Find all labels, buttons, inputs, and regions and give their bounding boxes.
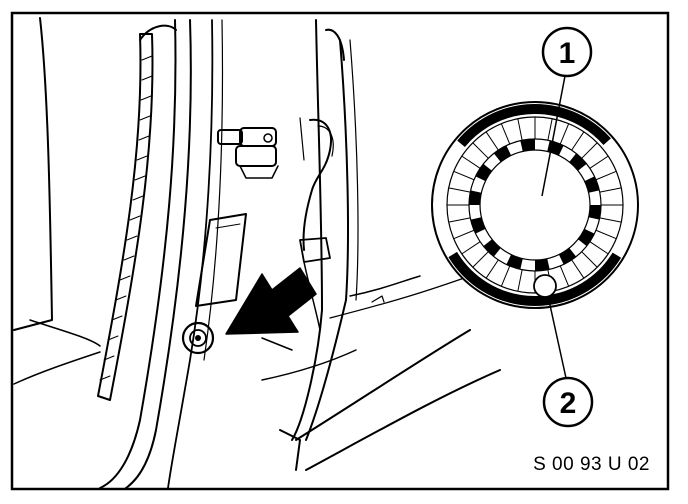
disc-spoke xyxy=(559,123,570,145)
disc-spoke xyxy=(500,265,511,287)
top-hook xyxy=(139,24,177,41)
pillar-edge-3 xyxy=(349,39,359,301)
bracket-line xyxy=(349,275,421,297)
disc-spoke xyxy=(500,123,511,145)
callout-2-badge xyxy=(542,376,594,428)
access-opening xyxy=(195,213,247,307)
disc-spoke xyxy=(448,217,471,223)
pointer-arrow xyxy=(225,267,317,335)
disc-band xyxy=(448,251,622,306)
disc-spoke xyxy=(517,118,523,141)
disc-code-mark xyxy=(588,205,601,220)
figure-code: S 00 93 U 02 xyxy=(533,454,650,475)
disc-spoke xyxy=(448,187,471,193)
disc-code-mark xyxy=(558,248,577,265)
pillar-top-curl xyxy=(325,28,345,61)
disc-spoke xyxy=(571,131,585,151)
seal-hatching xyxy=(99,55,153,381)
frame-curve-3 xyxy=(167,19,214,489)
disc-spoke xyxy=(581,142,598,159)
frame-curve-1 xyxy=(99,19,177,489)
disc-spoke xyxy=(453,229,475,240)
wiring-harness xyxy=(299,117,334,331)
disc-spoke xyxy=(461,155,481,169)
pillar-edge-2 xyxy=(305,39,349,441)
disc-spoke xyxy=(461,241,481,255)
disc-code-mark xyxy=(569,153,587,171)
disc-spoke xyxy=(599,187,622,193)
disc-spoke xyxy=(595,170,617,181)
disc-code-marks xyxy=(469,139,601,271)
disc-center xyxy=(479,149,591,261)
disc-spoke xyxy=(472,251,489,268)
seal-strip xyxy=(97,33,154,401)
disc-position-hole xyxy=(533,274,557,298)
callout-1-leader xyxy=(541,75,566,197)
disc-code-mark xyxy=(469,190,482,205)
disc-spoke xyxy=(485,131,499,151)
disc-code-mark xyxy=(584,176,600,193)
frame-curve-4 xyxy=(203,19,224,361)
disc-spoke xyxy=(589,241,609,255)
callout-2-leader xyxy=(547,295,567,379)
rocker-line-2 xyxy=(305,369,501,471)
callout-1-label: 1 xyxy=(559,37,576,70)
lower-trim xyxy=(261,349,357,381)
disc-ring-2 xyxy=(446,116,624,294)
disc-spoke xyxy=(547,118,553,141)
disc-spoke xyxy=(581,251,598,268)
rocker-line-1 xyxy=(295,329,471,441)
disc-spoke xyxy=(559,265,570,287)
sill-line xyxy=(13,351,101,385)
door-striker xyxy=(217,127,279,179)
disc-spoke xyxy=(589,155,609,169)
pillar-edge-1 xyxy=(291,19,323,441)
disc-code-mark xyxy=(483,239,501,257)
code-disc-detail xyxy=(431,101,639,309)
disc-spoke xyxy=(571,259,585,279)
door-pillar-drawing xyxy=(13,17,501,489)
body-contour-left xyxy=(13,17,53,331)
disc-spoke xyxy=(595,229,617,240)
disc-band xyxy=(457,104,611,147)
frame-curve-2 xyxy=(125,19,192,489)
grommet-plug xyxy=(181,321,215,355)
disc-code-mark xyxy=(475,163,492,182)
disc-spoke xyxy=(517,269,523,292)
disc-code-mark xyxy=(578,228,595,247)
disc-segments xyxy=(447,104,623,306)
callout-1-badge xyxy=(541,26,593,78)
disc-code-mark xyxy=(506,254,523,270)
disc-spoke xyxy=(599,217,622,223)
disc-spoke xyxy=(485,259,499,279)
disc-code-mark xyxy=(520,139,535,152)
disc-code-mark xyxy=(535,258,550,271)
seat-contour xyxy=(29,319,101,347)
callout-2-label: 2 xyxy=(560,387,577,420)
disc-spoke xyxy=(453,170,475,181)
disc-spoke xyxy=(472,142,489,159)
disc-code-mark xyxy=(493,145,512,162)
disc-code-mark xyxy=(470,217,486,234)
